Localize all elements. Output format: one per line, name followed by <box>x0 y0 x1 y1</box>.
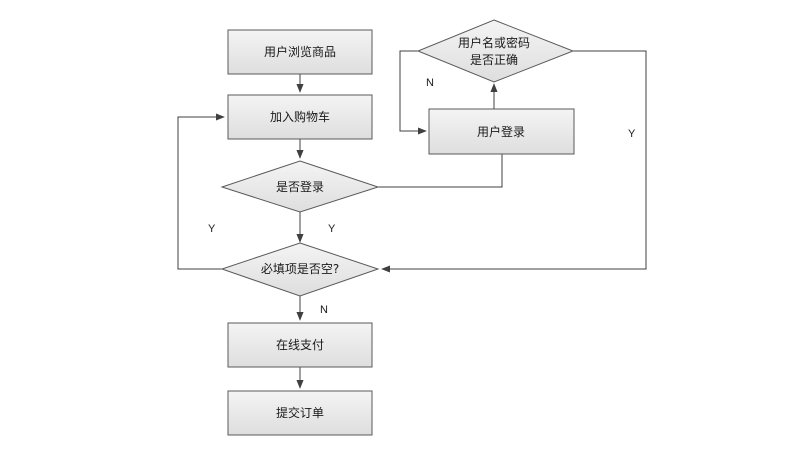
edge-label-n-credentials: N <box>426 77 434 89</box>
edge-credentials-no-loop <box>399 50 427 135</box>
node-browse-label: 用户浏览商品 <box>264 44 336 59</box>
node-submit-order: 提交订单 <box>227 390 373 436</box>
node-add-cart: 加入购物车 <box>227 94 373 140</box>
edge-credentials-yes-to-required <box>381 50 647 273</box>
node-required-empty: 必填项是否空? <box>220 242 380 297</box>
edge-login-check-to-user-login <box>378 154 503 188</box>
node-user-login: 用户登录 <box>428 108 575 155</box>
edge-label-y-required-loop: Y <box>208 223 216 235</box>
node-browse: 用户浏览商品 <box>227 29 373 75</box>
node-is-logged-in-label: 是否登录 <box>276 179 324 194</box>
edge-label-n-required: N <box>320 304 328 316</box>
node-credentials-check-line1: 用户名或密码 <box>458 35 530 50</box>
node-required-empty-label: 必填项是否空? <box>261 262 339 276</box>
edge-label-y-credentials: Y <box>628 128 636 140</box>
node-credentials-check: 用户名或密码 是否正确 <box>416 19 575 83</box>
edges <box>177 50 647 389</box>
node-online-payment: 在线支付 <box>227 322 373 368</box>
node-is-logged-in: 是否登录 <box>220 160 380 213</box>
node-submit-order-label: 提交订单 <box>276 405 324 420</box>
node-online-payment-label: 在线支付 <box>276 338 324 352</box>
node-add-cart-label: 加入购物车 <box>270 109 330 124</box>
node-credentials-check-line2: 是否正确 <box>470 53 518 67</box>
edge-label-y-logged-in: Y <box>328 223 336 235</box>
node-user-login-label: 用户登录 <box>477 124 525 139</box>
edge-required-yes-loop <box>177 113 225 270</box>
